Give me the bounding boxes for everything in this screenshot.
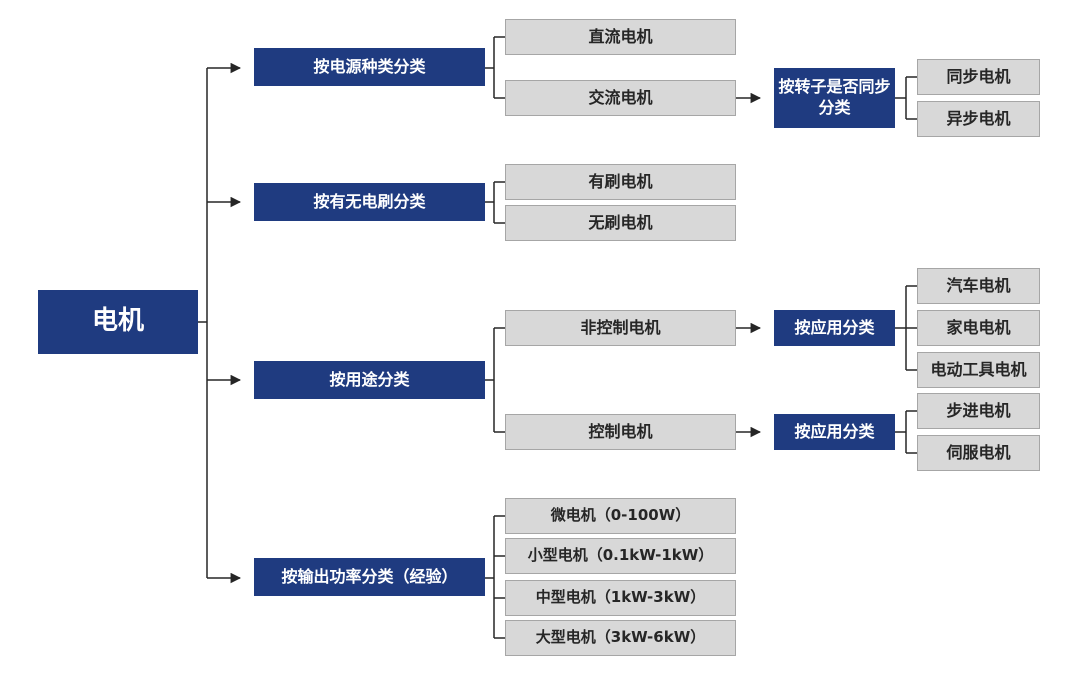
category-non-control-by-application: 按应用分类: [774, 310, 895, 346]
node-dc-motor: 直流电机: [505, 19, 736, 55]
category-rotor-sync: 按转子是否同步分类: [774, 68, 895, 128]
node-non-control-motor: 非控制电机: [505, 310, 736, 346]
node-ac-motor: 交流电机: [505, 80, 736, 116]
category-output-power: 按输出功率分类（经验）: [254, 558, 485, 596]
node-power-tool-motor: 电动工具电机: [917, 352, 1040, 388]
node-small-motor: 小型电机（0.1kW-1kW）: [505, 538, 736, 574]
category-control-by-application: 按应用分类: [774, 414, 895, 450]
node-stepper-motor: 步进电机: [917, 393, 1040, 429]
node-medium-motor: 中型电机（1kW-3kW）: [505, 580, 736, 616]
node-async-motor: 异步电机: [917, 101, 1040, 137]
category-power-source: 按电源种类分类: [254, 48, 485, 86]
root-node: 电机: [38, 290, 198, 354]
node-micro-motor: 微电机（0-100W）: [505, 498, 736, 534]
category-brush: 按有无电刷分类: [254, 183, 485, 221]
node-automotive-motor: 汽车电机: [917, 268, 1040, 304]
node-appliance-motor: 家电电机: [917, 310, 1040, 346]
node-brushed-motor: 有刷电机: [505, 164, 736, 200]
node-brushless-motor: 无刷电机: [505, 205, 736, 241]
node-control-motor: 控制电机: [505, 414, 736, 450]
node-large-motor: 大型电机（3kW-6kW）: [505, 620, 736, 656]
node-servo-motor: 伺服电机: [917, 435, 1040, 471]
node-sync-motor: 同步电机: [917, 59, 1040, 95]
category-usage: 按用途分类: [254, 361, 485, 399]
